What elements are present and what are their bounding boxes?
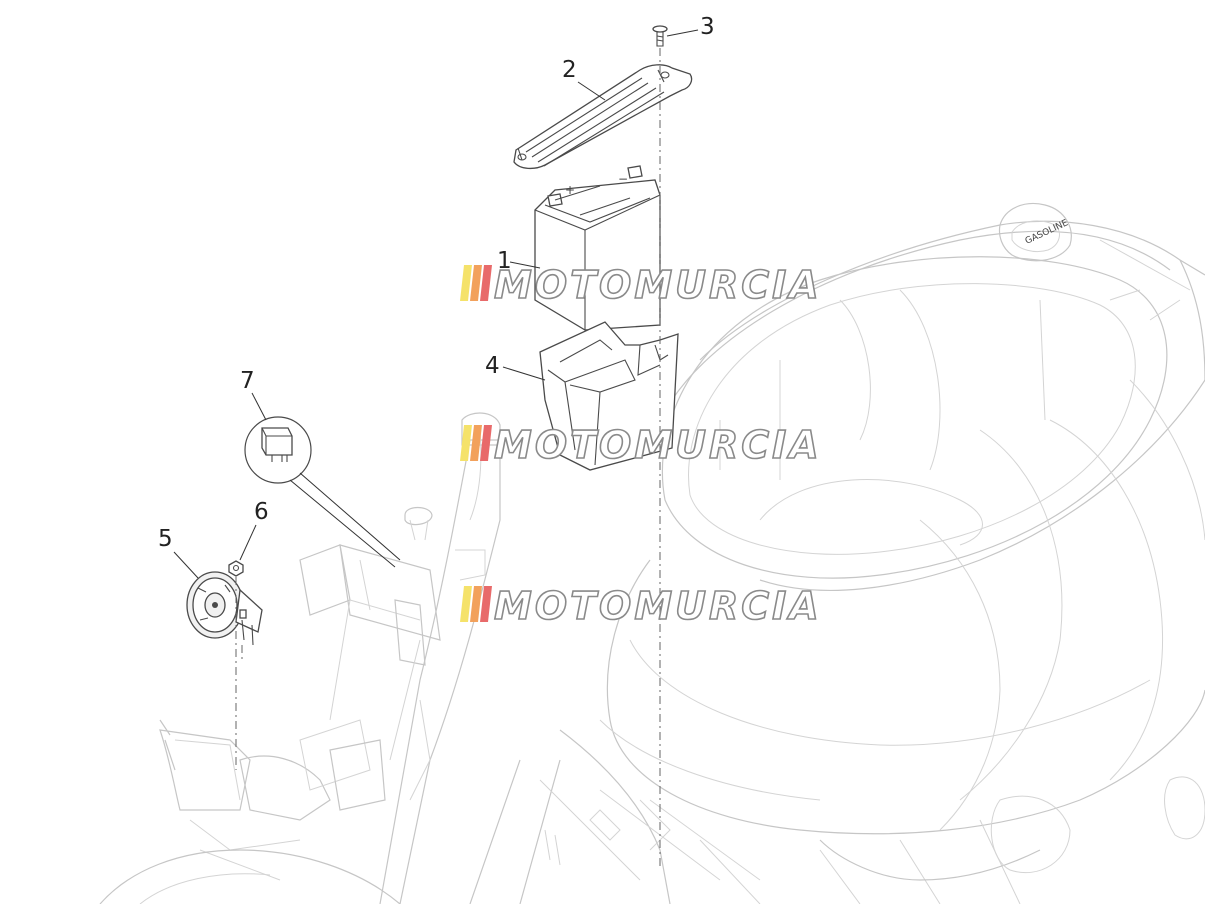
watermark-2: MOTOMURCIA (460, 422, 822, 468)
callout-1-label: 1 (497, 248, 512, 274)
part-4-battery-tray (539, 321, 679, 471)
part-5-horn (186, 571, 263, 646)
battery-minus-symbol: − (618, 172, 628, 186)
callout-2-label: 2 (562, 57, 577, 83)
callout-4-label: 4 (485, 353, 500, 379)
watermark-3-text: MOTOMURCIA (494, 584, 822, 628)
callout-3-label: 3 (700, 14, 715, 40)
callout-6-label: 6 (254, 499, 269, 525)
callout-4: 4 (485, 353, 546, 381)
part-7-relay-detail (244, 416, 401, 568)
callout-3: 3 (666, 14, 715, 40)
part-6-nut (228, 560, 244, 577)
callout-1: 1 (497, 248, 541, 274)
watermark-2-text: MOTOMURCIA (494, 423, 822, 467)
watermark-3: MOTOMURCIA (460, 583, 822, 629)
callout-7-label: 7 (240, 368, 255, 394)
callout-7: 7 (240, 368, 267, 421)
callout-5-label: 5 (158, 526, 173, 552)
assembly-axis-lines (235, 48, 661, 870)
callouts: 1 2 3 4 5 6 7 (158, 14, 715, 579)
part-2-battery-strap (513, 64, 693, 170)
callout-2: 2 (562, 57, 606, 101)
callout-5: 5 (158, 526, 199, 579)
watermark-1: MOTOMURCIA (460, 262, 822, 308)
part-1-battery: + − (534, 165, 661, 331)
watermark-1-text: MOTOMURCIA (494, 263, 822, 307)
callout-6: 6 (239, 499, 269, 561)
battery-plus-symbol: + (565, 183, 575, 197)
part-3-screw (652, 25, 668, 47)
